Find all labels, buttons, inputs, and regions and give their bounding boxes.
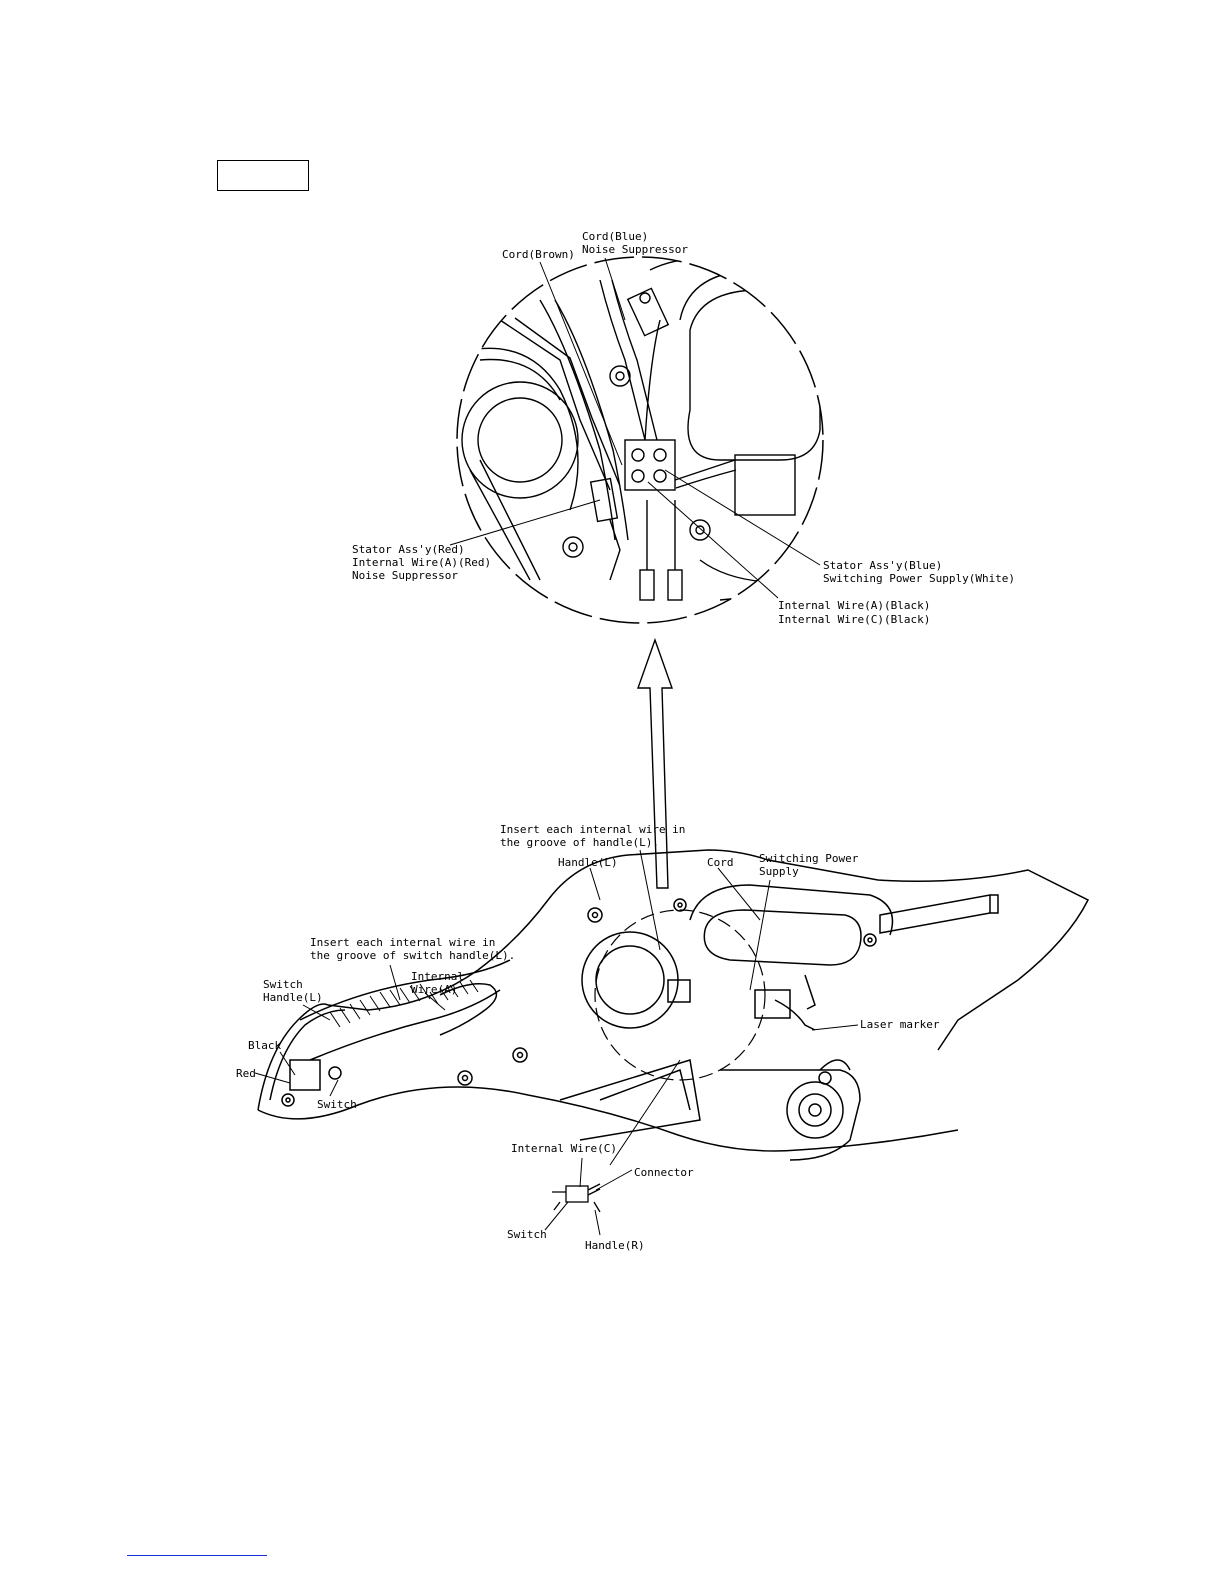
magnify-arrow (637, 637, 673, 889)
label-laser-marker: Laser marker (860, 1018, 940, 1031)
label-switch-bottom: Switch (507, 1228, 547, 1241)
rotor-hub (477, 397, 563, 483)
label-internal-wire-a-black: Internal Wire(A)(Black) (778, 599, 930, 612)
label-internal-wire-a-1: Internal (411, 970, 464, 983)
label-switch-handle-1: Switch (263, 978, 303, 991)
label-internal-wire-a-2: Wire(A) (411, 983, 457, 996)
switch-assembly (552, 1183, 601, 1213)
label-handle-l: Handle(L) (558, 856, 618, 869)
label-red: Red (236, 1067, 256, 1080)
label-insert-switch-1: Insert each internal wire in (310, 936, 495, 949)
label-insert-handle-l-2: the groove of handle(L). (500, 836, 659, 849)
handle-window (703, 909, 862, 966)
label-noise-suppressor-left: Noise Suppressor (352, 569, 458, 582)
wheel (786, 1081, 844, 1139)
label-stator-red: Stator Ass'y(Red) (352, 543, 465, 556)
tool-body (257, 849, 1090, 1161)
footer-rule (127, 1555, 267, 1556)
switching-power-supply-body (754, 989, 791, 1019)
label-switch-left: Switch (317, 1098, 357, 1111)
label-handle-r: Handle(R) (585, 1239, 645, 1252)
switch-left-body (289, 1059, 321, 1091)
label-internal-wire-a-red: Internal Wire(A)(Red) (352, 556, 491, 569)
label-switching-ps-1: Switching Power (759, 852, 859, 865)
figure-number-box (217, 160, 309, 191)
label-cord-brown: Cord(Brown) (502, 248, 575, 261)
label-switch-handle-2: Handle(L) (263, 991, 323, 1004)
terminal-block (624, 439, 676, 491)
label-noise-suppressor-top: Noise Suppressor (582, 243, 688, 256)
label-cord: Cord (707, 856, 734, 869)
detail-magnified-view (456, 256, 824, 624)
label-switching-ps-white: Switching Power Supply(White) (823, 572, 1015, 585)
pulley (595, 945, 665, 1015)
label-internal-wire-c-black: Internal Wire(C)(Black) (778, 613, 930, 626)
cut-line (257, 1086, 959, 1152)
label-black: Black (248, 1039, 281, 1052)
switching-power-supply (734, 454, 796, 516)
window-cutout (687, 289, 821, 461)
label-switching-ps-2: Supply (759, 865, 799, 878)
detail-circle (456, 256, 824, 624)
detail-marker-circle (594, 909, 766, 1081)
label-connector: Connector (634, 1166, 694, 1179)
label-insert-switch-2: the groove of switch handle(L). (310, 949, 515, 962)
power-cord (879, 894, 991, 934)
label-internal-wire-c: Internal Wire(C) (511, 1142, 617, 1155)
label-stator-blue: Stator Ass'y(Blue) (823, 559, 942, 572)
main-leaders (254, 849, 859, 1236)
detail-leaders (449, 257, 821, 599)
label-insert-handle-l-1: Insert each internal wire in (500, 823, 685, 836)
label-cord-blue: Cord(Blue) (582, 230, 648, 243)
